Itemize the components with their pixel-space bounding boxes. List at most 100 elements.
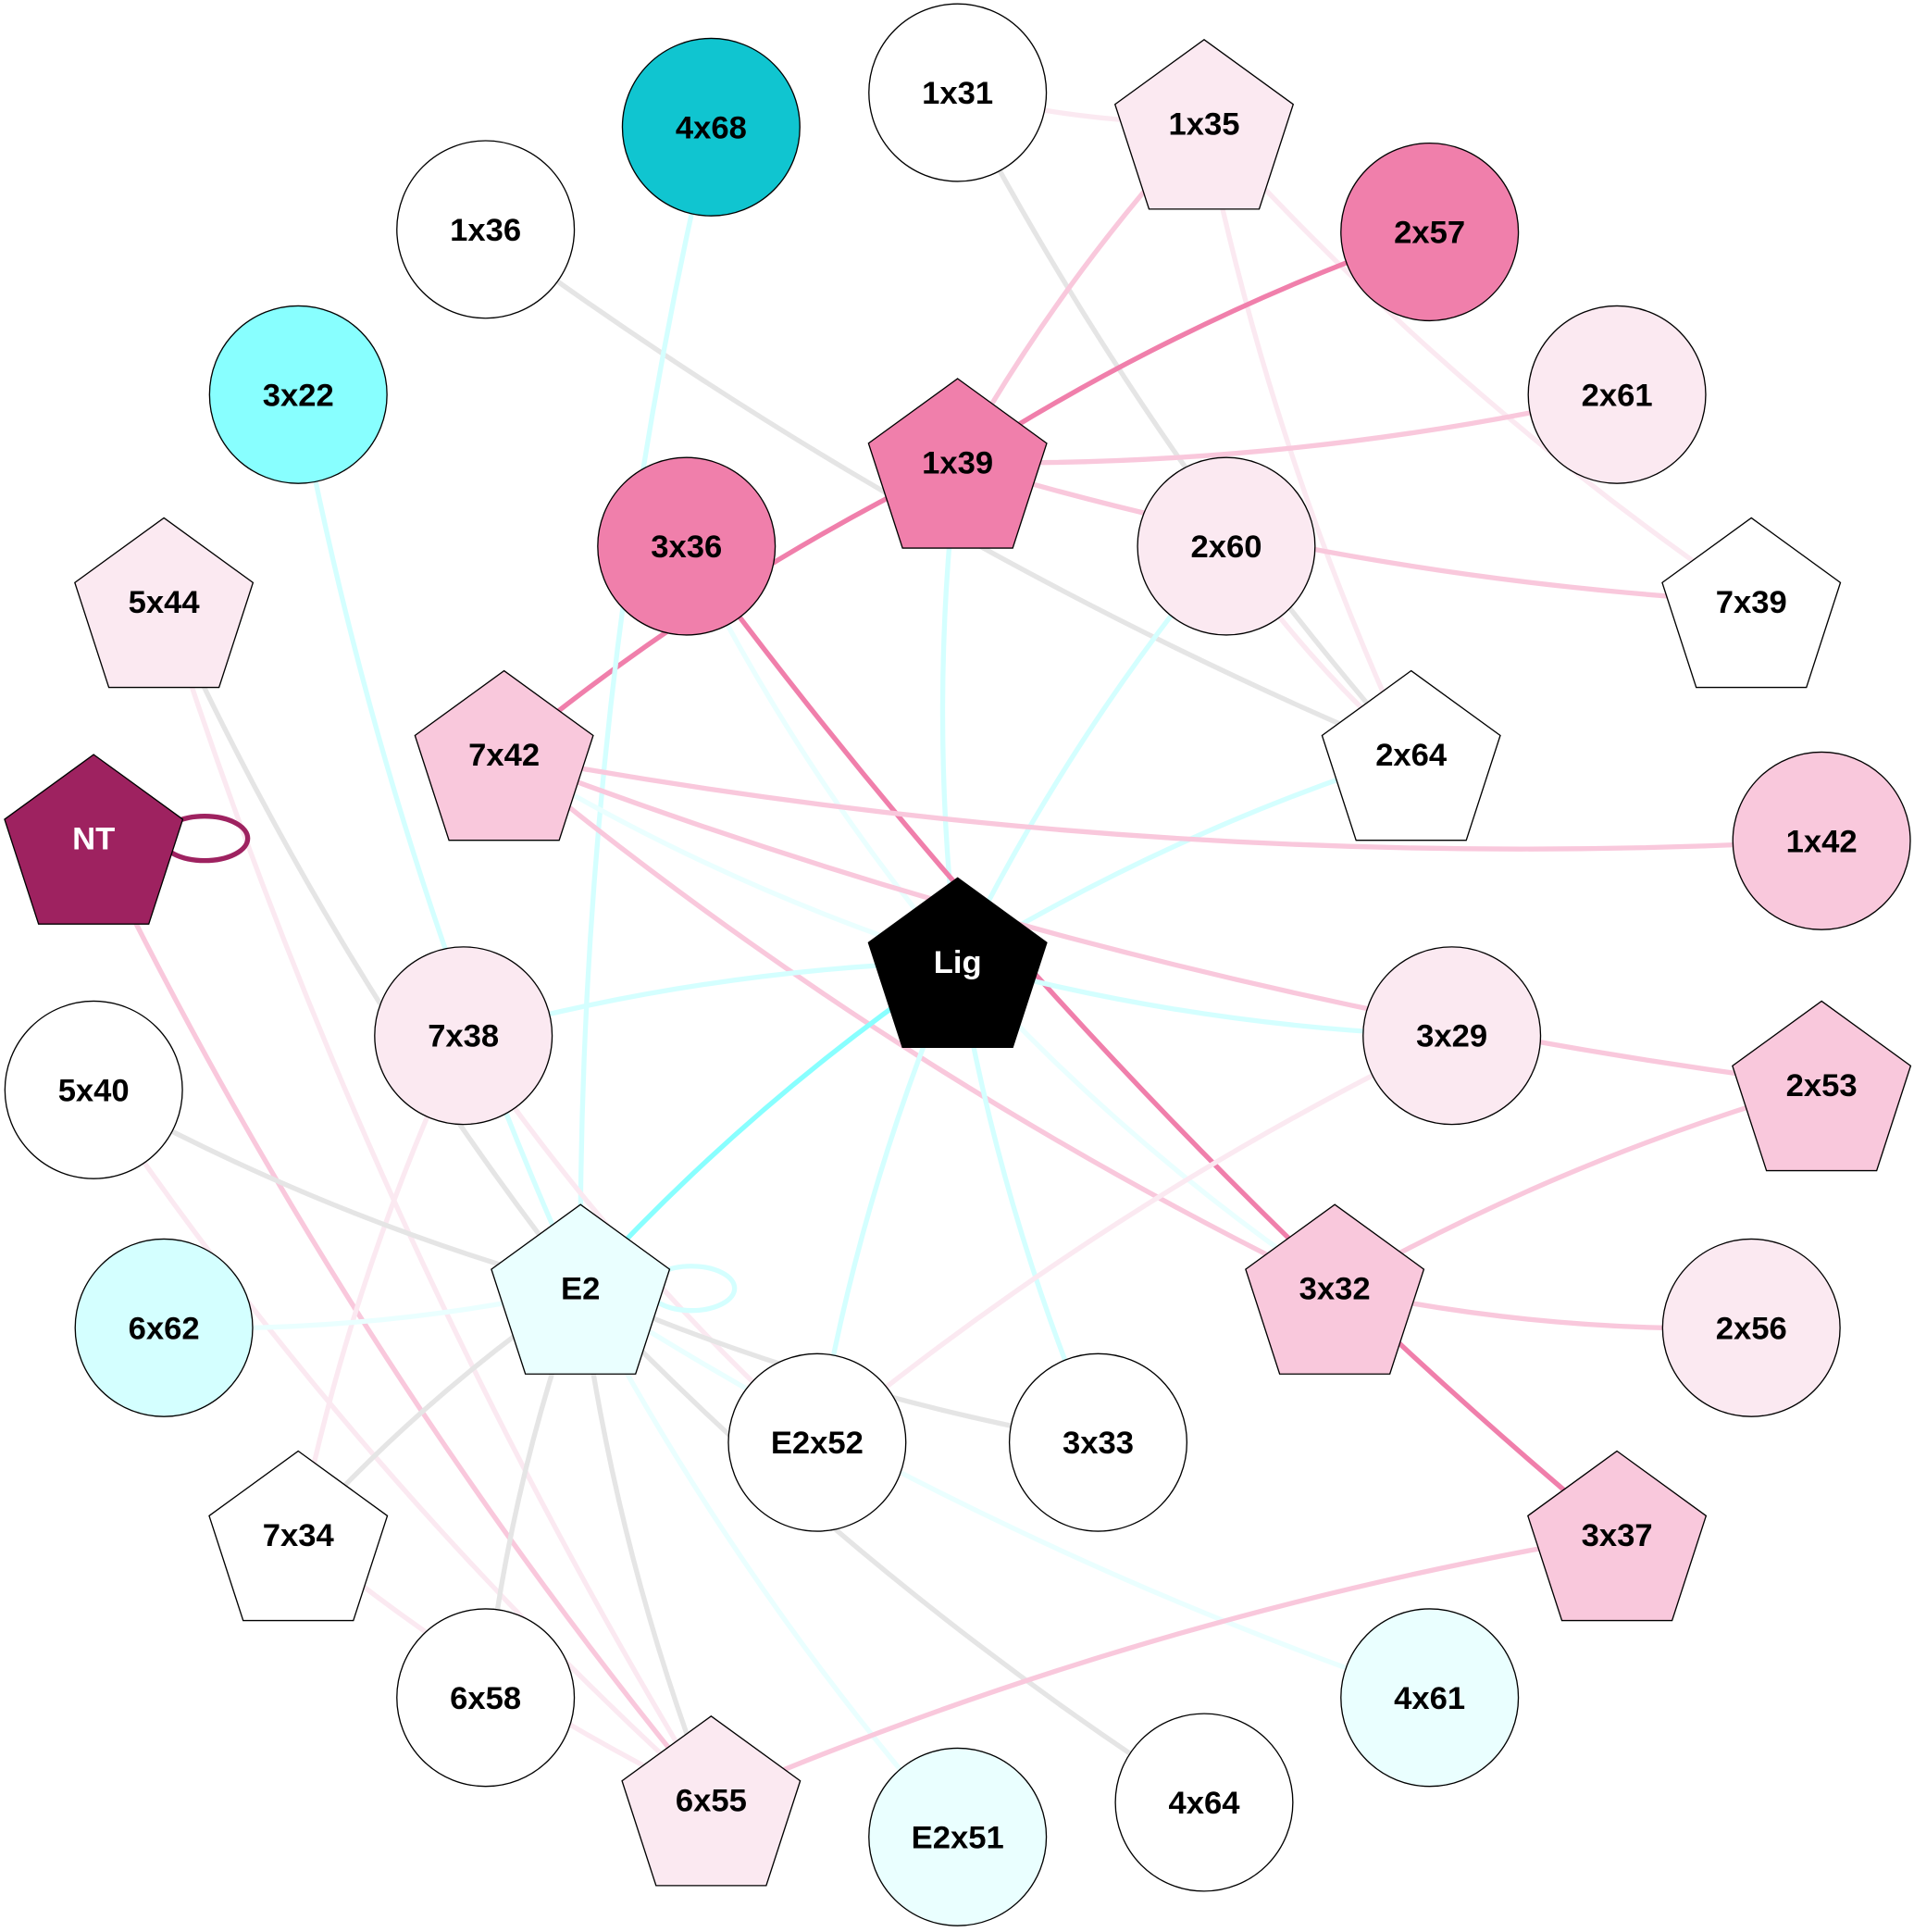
edge-5x44-E2 (161, 600, 583, 1290)
node-circle (1661, 1238, 1841, 1417)
edge-7x42-1x42 (503, 752, 1822, 852)
node-circle (1340, 142, 1520, 322)
node-7x38[interactable]: 7x38 (374, 946, 553, 1126)
node-pentagon (1245, 1203, 1425, 1375)
node-label: 3x22 (263, 378, 334, 413)
node-circle (621, 37, 801, 217)
node-label: 1x35 (1168, 106, 1239, 142)
node-label: E2x52 (771, 1426, 864, 1461)
node-label: 3x29 (1416, 1019, 1487, 1054)
node-7x39[interactable]: 7x39 (1661, 517, 1842, 689)
node-4x64[interactable]: 4x64 (1114, 1713, 1294, 1892)
node-circle (1114, 1713, 1294, 1892)
node-2x61[interactable]: 2x61 (1527, 305, 1707, 484)
node-label: 7x39 (1716, 585, 1787, 620)
node-pentagon (1661, 517, 1842, 689)
node-label: 4x61 (1394, 1681, 1465, 1716)
node-label: 2x60 (1190, 530, 1262, 565)
edge-5x40-6x55 (91, 1088, 714, 1802)
node-label: 3x32 (1299, 1272, 1371, 1307)
node-circle (1137, 456, 1316, 636)
node-1x35[interactable]: 1x35 (1113, 38, 1295, 210)
node-label: E2 (561, 1272, 600, 1307)
node-4x68[interactable]: 4x68 (621, 37, 801, 217)
node-label: 6x55 (676, 1783, 747, 1818)
node-7x34[interactable]: 7x34 (208, 1450, 389, 1622)
node-6x58[interactable]: 6x58 (396, 1608, 576, 1788)
node-7x42[interactable]: 7x42 (414, 669, 594, 841)
node-label: 6x62 (129, 1311, 200, 1346)
node-3x33[interactable]: 3x33 (1008, 1352, 1188, 1532)
edge-1x35-7x39 (1202, 121, 1753, 605)
node-label: 4x64 (1168, 1786, 1240, 1821)
node-label: 7x42 (468, 738, 540, 773)
node-label: Lig (934, 945, 982, 980)
node-pentagon (4, 754, 184, 925)
node-2x60[interactable]: 2x60 (1137, 456, 1316, 636)
edge-7x42-2x53 (503, 752, 1822, 1088)
node-label: 5x40 (58, 1073, 130, 1108)
node-label: 6x58 (450, 1681, 521, 1716)
node-circle (374, 946, 553, 1126)
node-3x36[interactable]: 3x36 (597, 456, 777, 636)
node-E2x52[interactable]: E2x52 (727, 1352, 907, 1532)
node-NT[interactable]: NT (4, 754, 184, 925)
edge-1x35-2x64 (1201, 122, 1414, 756)
node-5x40[interactable]: 5x40 (4, 1000, 183, 1179)
node-label: 2x61 (1582, 378, 1653, 413)
nodes: 4x68 1x31 1x35 2x57 1x36 3x22 2x61 1x39 3x36 2x60… (4, 3, 1912, 1926)
node-label: 3x33 (1063, 1426, 1134, 1461)
node-label: 2x53 (1786, 1068, 1858, 1103)
node-label: 1x39 (922, 446, 993, 481)
node-circle (1008, 1352, 1188, 1532)
node-5x44[interactable]: 5x44 (74, 517, 255, 689)
node-label: 1x36 (450, 213, 521, 248)
node-label: 2x64 (1375, 738, 1448, 773)
node-circle (1340, 1608, 1520, 1788)
node-pentagon (1527, 1450, 1708, 1622)
node-6x55[interactable]: 6x55 (621, 1714, 802, 1887)
edge-1x39-7x39 (956, 459, 1752, 605)
node-circle (868, 1747, 1048, 1926)
node-1x42[interactable]: 1x42 (1732, 751, 1911, 930)
node-label: 2x56 (1716, 1311, 1787, 1346)
node-E2x51[interactable]: E2x51 (868, 1747, 1048, 1926)
node-2x53[interactable]: 2x53 (1732, 1000, 1912, 1172)
node-label: 1x42 (1786, 824, 1858, 859)
node-3x29[interactable]: 3x29 (1362, 946, 1542, 1126)
node-circle (208, 305, 388, 484)
node-2x64[interactable]: 2x64 (1321, 669, 1501, 841)
node-pentagon (1113, 38, 1295, 210)
node-label: NT (72, 822, 115, 857)
node-3x32[interactable]: 3x32 (1245, 1203, 1425, 1375)
edge-3x36-3x37 (684, 544, 1619, 1538)
edge-E2-4x61 (578, 1286, 1431, 1701)
node-circle (727, 1352, 907, 1532)
node-pentagon (1321, 669, 1501, 841)
node-Lig[interactable]: Lig (867, 877, 1048, 1049)
edge-1x31-2x64 (955, 91, 1413, 756)
node-6x62[interactable]: 6x62 (74, 1238, 254, 1417)
node-circle (396, 140, 576, 319)
node-1x39[interactable]: 1x39 (867, 378, 1048, 549)
node-label: E2x51 (912, 1820, 1004, 1855)
node-label: 3x36 (651, 530, 722, 565)
node-4x61[interactable]: 4x61 (1340, 1608, 1520, 1788)
edge-3x29-E2x52 (815, 1033, 1453, 1445)
node-circle (4, 1000, 183, 1179)
node-1x31[interactable]: 1x31 (868, 3, 1048, 182)
node-pentagon (1732, 1000, 1912, 1172)
edge-1x39-2x61 (957, 392, 1618, 466)
node-pentagon (867, 378, 1048, 549)
node-2x57[interactable]: 2x57 (1340, 142, 1520, 322)
edge-E2-4x64 (578, 1286, 1206, 1805)
node-2x56[interactable]: 2x56 (1661, 1238, 1841, 1417)
node-3x37[interactable]: 3x37 (1527, 1450, 1708, 1622)
node-1x36[interactable]: 1x36 (396, 140, 576, 319)
node-3x22[interactable]: 3x22 (208, 305, 388, 484)
node-label: 3x37 (1582, 1518, 1653, 1553)
edge-NT-6x55 (91, 837, 714, 1802)
node-E2[interactable]: E2 (491, 1203, 671, 1375)
node-pentagon (621, 1714, 802, 1887)
